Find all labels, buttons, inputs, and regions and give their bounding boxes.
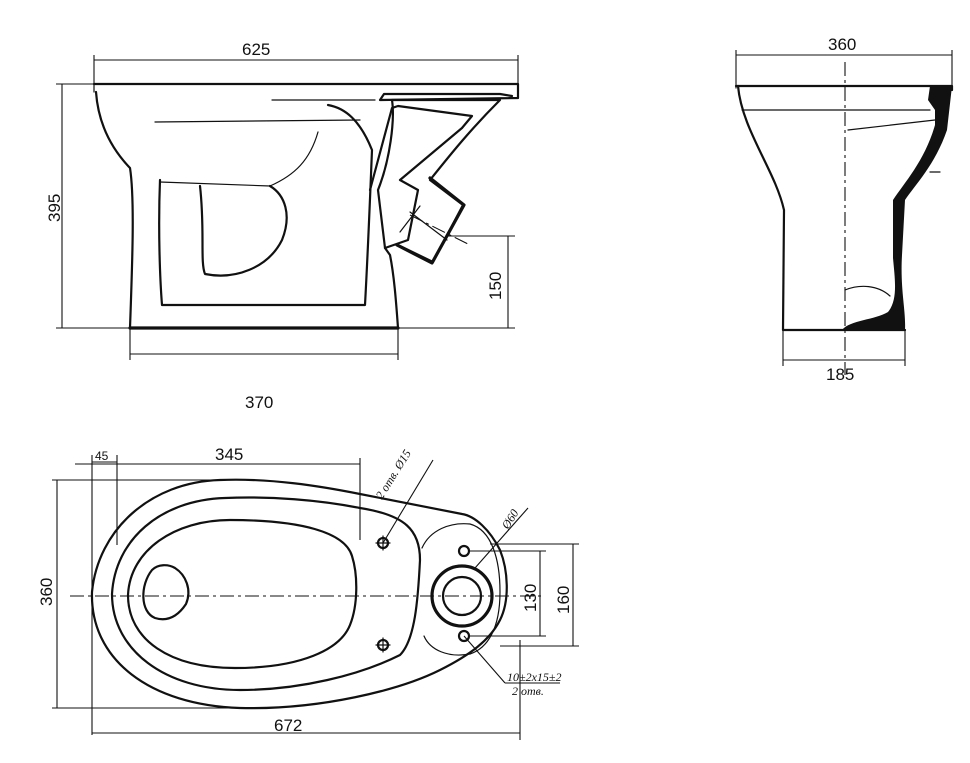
side-view-outlet — [395, 176, 466, 265]
side-view-siphon — [368, 104, 474, 250]
dim-front-base-width: 185 — [826, 365, 854, 384]
front-view-rim — [734, 84, 954, 92]
note-holes-bottom-spec: 10±2x15±2 — [507, 670, 562, 684]
dim-cistern-width: 160 — [554, 586, 573, 614]
side-view-rim — [92, 82, 520, 102]
dim-plan-total-length: 672 — [274, 716, 302, 735]
note-holes-bottom-count: 2 отв. — [512, 684, 544, 698]
plan-view-hole-bottom-right — [457, 629, 471, 643]
front-view: 360 185 — [734, 35, 954, 384]
dim-side-length: 625 — [242, 40, 270, 59]
dim-side-height: 395 — [45, 194, 64, 222]
side-view: 625 395 150 370 — [45, 40, 520, 412]
side-view-bowl-inner — [158, 103, 374, 307]
dim-plan-offset: 45 — [95, 449, 109, 463]
note-outlet-dia: Ø60 — [498, 507, 521, 533]
dim-base-length: 370 — [245, 393, 273, 412]
leader-outlet-dia — [474, 507, 529, 569]
plan-view-hole-top-right — [457, 544, 471, 558]
front-view-section — [842, 86, 952, 330]
side-view-trap — [198, 184, 288, 277]
plan-view-drain — [142, 564, 190, 621]
side-view-body-outline — [94, 90, 502, 330]
dim-front-width: 360 — [828, 35, 856, 54]
plan-view-rim — [110, 496, 422, 692]
plan-view-cistern-seat — [421, 523, 501, 656]
dim-hole-spacing: 130 — [521, 584, 540, 612]
plan-view-outline — [90, 478, 508, 710]
leader-holes-bottom — [463, 635, 506, 684]
plan-view: 45 345 360 672 130 160 2 отв. Ø15 Ø60 — [37, 445, 579, 740]
front-view-body-outline — [736, 84, 907, 332]
plan-view-bowl — [126, 518, 358, 670]
dim-plan-bowl-length: 345 — [215, 445, 243, 464]
dim-plan-width: 360 — [37, 578, 56, 606]
dim-outlet-height: 150 — [486, 272, 505, 300]
note-holes-top: 2 отв. Ø15 — [373, 447, 414, 502]
leader-holes-top — [382, 459, 434, 544]
